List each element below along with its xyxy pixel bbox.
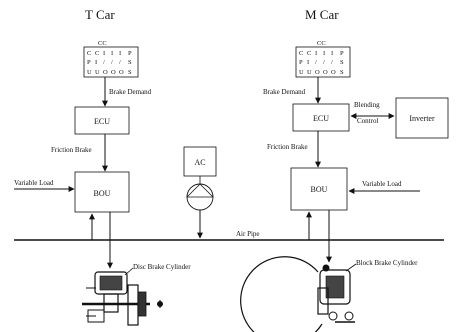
block-brake-cylinder-label: Block Brake Cylinder (356, 259, 418, 267)
m-brake-demand-label: Brake Demand (263, 88, 306, 96)
t-cc-r2-c6: S (128, 59, 132, 66)
m-cc-r2-c3: / (315, 59, 317, 66)
m-cc-r1-c5: I (331, 50, 333, 57)
m-cc-r1-c4: I (323, 50, 325, 57)
disc-brake-cylinder-label: Disc Brake Cylinder (133, 263, 191, 271)
m-cc-r3-c3: O (315, 69, 320, 76)
m-cc-r3-c5: O (331, 69, 336, 76)
m-cc-label: CC (317, 40, 326, 47)
t-cc-r2-c4: / (111, 59, 113, 66)
t-cc-r3-c2: U (95, 69, 100, 76)
t-cc-block: C C I I I P P I / / / S U U O O O S (83, 46, 139, 78)
t-cc-r1-c5: I (119, 50, 121, 57)
m-cc-r1-c1: C (299, 50, 303, 57)
m-cc-r2-c2: I (307, 59, 309, 66)
t-cc-r3-c6: S (128, 69, 132, 76)
m-car-title: M Car (305, 7, 339, 22)
m-bou-label: BOU (311, 185, 328, 194)
m-bou-box (290, 167, 348, 211)
t-cc-r3-c4: O (111, 69, 116, 76)
m-ecu-box (292, 103, 350, 132)
pump-icon (186, 183, 214, 211)
block-leader-line (345, 263, 357, 272)
t-cc-r3-c3: O (103, 69, 108, 76)
disc-leader-line (124, 267, 134, 276)
m-cc-r2-c5: / (331, 59, 333, 66)
t-cc-r1-c6: P (128, 50, 132, 57)
m-cc-r2-c4: / (323, 59, 325, 66)
t-cc-r2-c5: / (119, 59, 121, 66)
m-cc-r2-c1: P (299, 59, 303, 66)
m-cc-block: C C I I I P P I / / / S U U O O O S (295, 46, 351, 78)
t-cc-r3-c5: O (119, 69, 124, 76)
t-ecu-box (74, 106, 130, 135)
m-ecu-label: ECU (313, 114, 329, 123)
t-cc-r1-c4: I (111, 50, 113, 57)
m-variable-load-label: Variable Load (362, 180, 402, 188)
air-pipe-label: Air Pipe (236, 230, 260, 238)
m-cc-r1-c2: C (307, 50, 311, 57)
m-friction-brake-label: Friction Brake (267, 143, 308, 151)
inverter-box (395, 97, 449, 139)
m-cc-r3-c6: S (340, 69, 344, 76)
m-cc-r3-c2: U (307, 69, 312, 76)
t-ecu-label: ECU (94, 117, 110, 126)
t-cc-r1-c2: C (95, 50, 99, 57)
t-cc-label: CC (98, 40, 107, 47)
disc-brake-icon (82, 271, 163, 326)
m-cc-r1-c3: I (315, 50, 317, 57)
t-cc-r1-c3: I (103, 50, 105, 57)
t-brake-demand-label: Brake Demand (109, 88, 152, 96)
t-bou-label: BOU (94, 189, 111, 198)
t-cc-r3-c1: U (87, 69, 92, 76)
inverter-label: Inverter (409, 114, 435, 123)
control-label: Control (357, 117, 378, 125)
blending-label: Blending (354, 101, 380, 109)
t-variable-load-label: Variable Load (14, 179, 54, 187)
m-cc-r3-c4: O (323, 69, 328, 76)
m-cc-r2-c6: S (340, 59, 344, 66)
t-bou-box (74, 171, 130, 213)
t-friction-brake-label: Friction Brake (51, 146, 92, 154)
ac-label: AC (194, 158, 205, 167)
t-cc-r2-c1: P (87, 59, 91, 66)
block-brake-icon (240, 256, 355, 332)
t-car-title: T Car (85, 7, 115, 22)
t-cc-r1-c1: C (87, 50, 91, 57)
m-cc-r1-c6: P (340, 50, 344, 57)
m-cc-r3-c1: U (299, 69, 304, 76)
t-cc-r2-c3: / (103, 59, 105, 66)
t-cc-r2-c2: I (95, 59, 97, 66)
